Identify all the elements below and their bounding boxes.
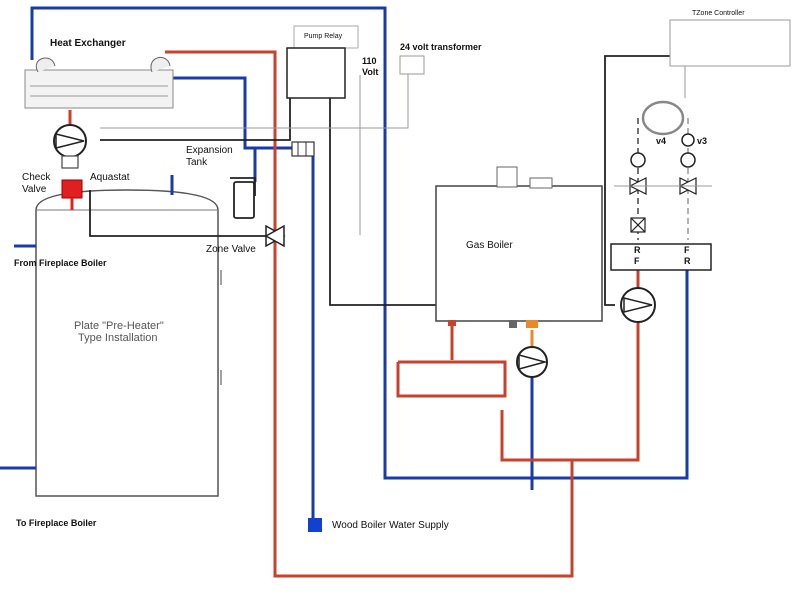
gas-lower-red xyxy=(500,410,572,462)
main-supply-loop xyxy=(165,50,640,578)
control-wires xyxy=(89,55,690,306)
check-valve xyxy=(61,155,79,169)
aquastat-device xyxy=(61,179,83,210)
gas-loop-red xyxy=(396,360,507,398)
tzone-wire xyxy=(604,55,690,306)
gas-boiler-pump xyxy=(516,346,548,378)
relay-to-heat-exchanger xyxy=(100,98,291,141)
relay-to-boiler xyxy=(329,98,438,306)
return-pipes xyxy=(0,6,689,520)
zone-manifold xyxy=(610,100,712,271)
zone-valve xyxy=(264,224,286,248)
tzone-controller-box xyxy=(669,19,791,67)
gas-boiler xyxy=(435,166,603,328)
top-return-pipe xyxy=(30,6,689,480)
pump-relay-box xyxy=(286,25,359,99)
wood-boiler-supply-marker xyxy=(308,518,322,532)
manifold-pump xyxy=(620,287,656,323)
supply-pipes xyxy=(68,50,640,578)
preheater-tank xyxy=(35,189,222,497)
aquastat-wire xyxy=(89,190,270,237)
expansion-tank xyxy=(233,181,255,219)
transformer-box xyxy=(399,55,425,75)
exchanger-pump xyxy=(53,124,87,158)
tank-expansion-wire xyxy=(230,177,256,196)
heat-exchanger xyxy=(24,57,174,109)
relay-pipe-valve xyxy=(291,141,315,157)
exchanger-return-pipe xyxy=(155,76,300,150)
